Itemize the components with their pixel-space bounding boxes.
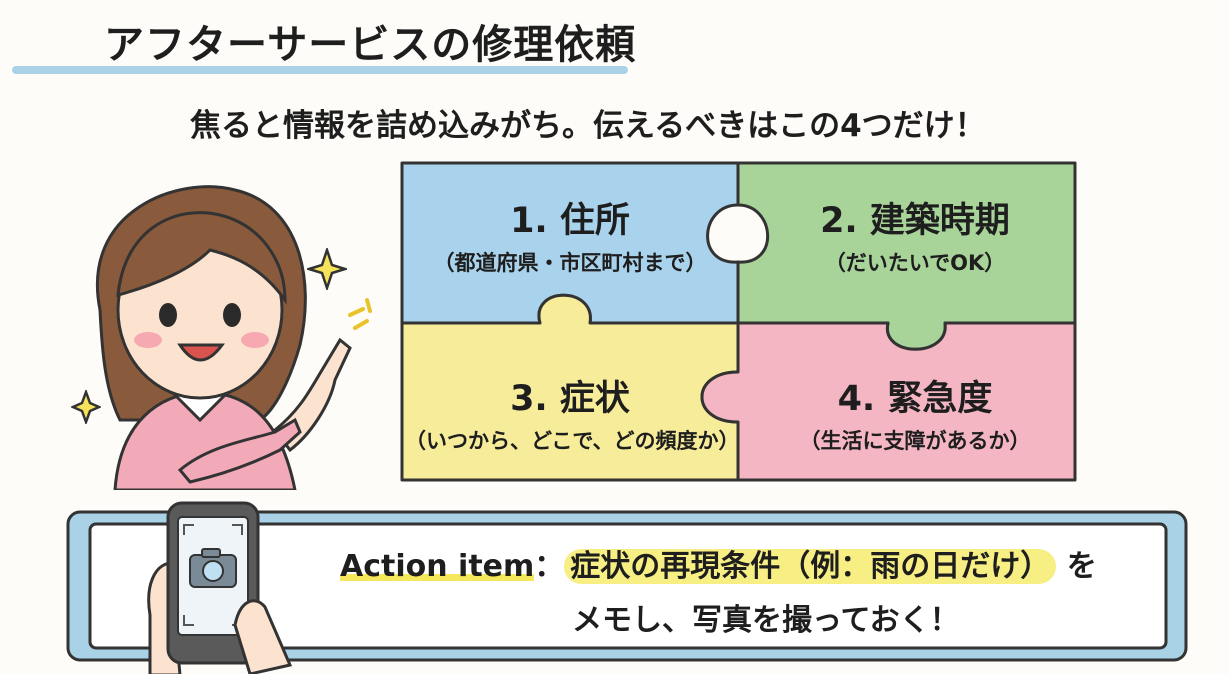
sparkle-lines-icon <box>348 298 372 330</box>
tile-build-date: 2. 建築時期 （だいたいでOK） <box>770 200 1060 278</box>
puzzle-piece-4 <box>700 321 1077 482</box>
tile-build-date-title: 2. 建築時期 <box>820 201 1010 241</box>
action-item-line2: メモし、写真を撮っておく！ <box>572 603 960 638</box>
tile-urgency-note: （生活に支障があるか） <box>799 429 1031 453</box>
sparkle-icon <box>71 390 101 424</box>
page-subtitle: 焦ると情報を詰め込みがち。伝えるべきはこの4つだけ！ <box>190 108 986 144</box>
action-item-tail: を <box>1066 549 1097 584</box>
action-item-highlight: 症状の再現条件（例：雨の日だけ） <box>564 549 1057 584</box>
tile-symptom-note: （いつから、どこで、どの頻度か） <box>405 429 740 453</box>
action-item-text: Action item：症状の再現条件（例：雨の日だけ） を メモし、写真を撮っ… <box>340 540 1160 648</box>
tile-urgency: 4. 緊急度 （生活に支障があるか） <box>770 378 1060 456</box>
tile-symptom-title: 3. 症状 <box>510 379 630 419</box>
action-item-label: Action item <box>340 549 535 584</box>
smartphone-icon <box>147 501 293 674</box>
sparkle-icon <box>307 248 347 290</box>
tile-urgency-title: 4. 緊急度 <box>837 379 993 419</box>
woman-pointing-illustration <box>96 185 352 490</box>
title-underline <box>12 66 628 74</box>
tile-address: 1. 住所 （都道府県・市区町村まで） <box>415 200 725 278</box>
camera-icon <box>189 548 237 588</box>
tile-address-title: 1. 住所 <box>510 201 630 241</box>
page-title: アフターサービスの修理依頼 <box>104 22 637 68</box>
action-item-separator: ： <box>534 549 565 584</box>
tile-symptom: 3. 症状 （いつから、どこで、どの頻度か） <box>405 378 740 456</box>
tile-build-date-note: （だいたいでOK） <box>824 251 1006 275</box>
tile-address-note: （都道府県・市区町村まで） <box>433 251 707 275</box>
